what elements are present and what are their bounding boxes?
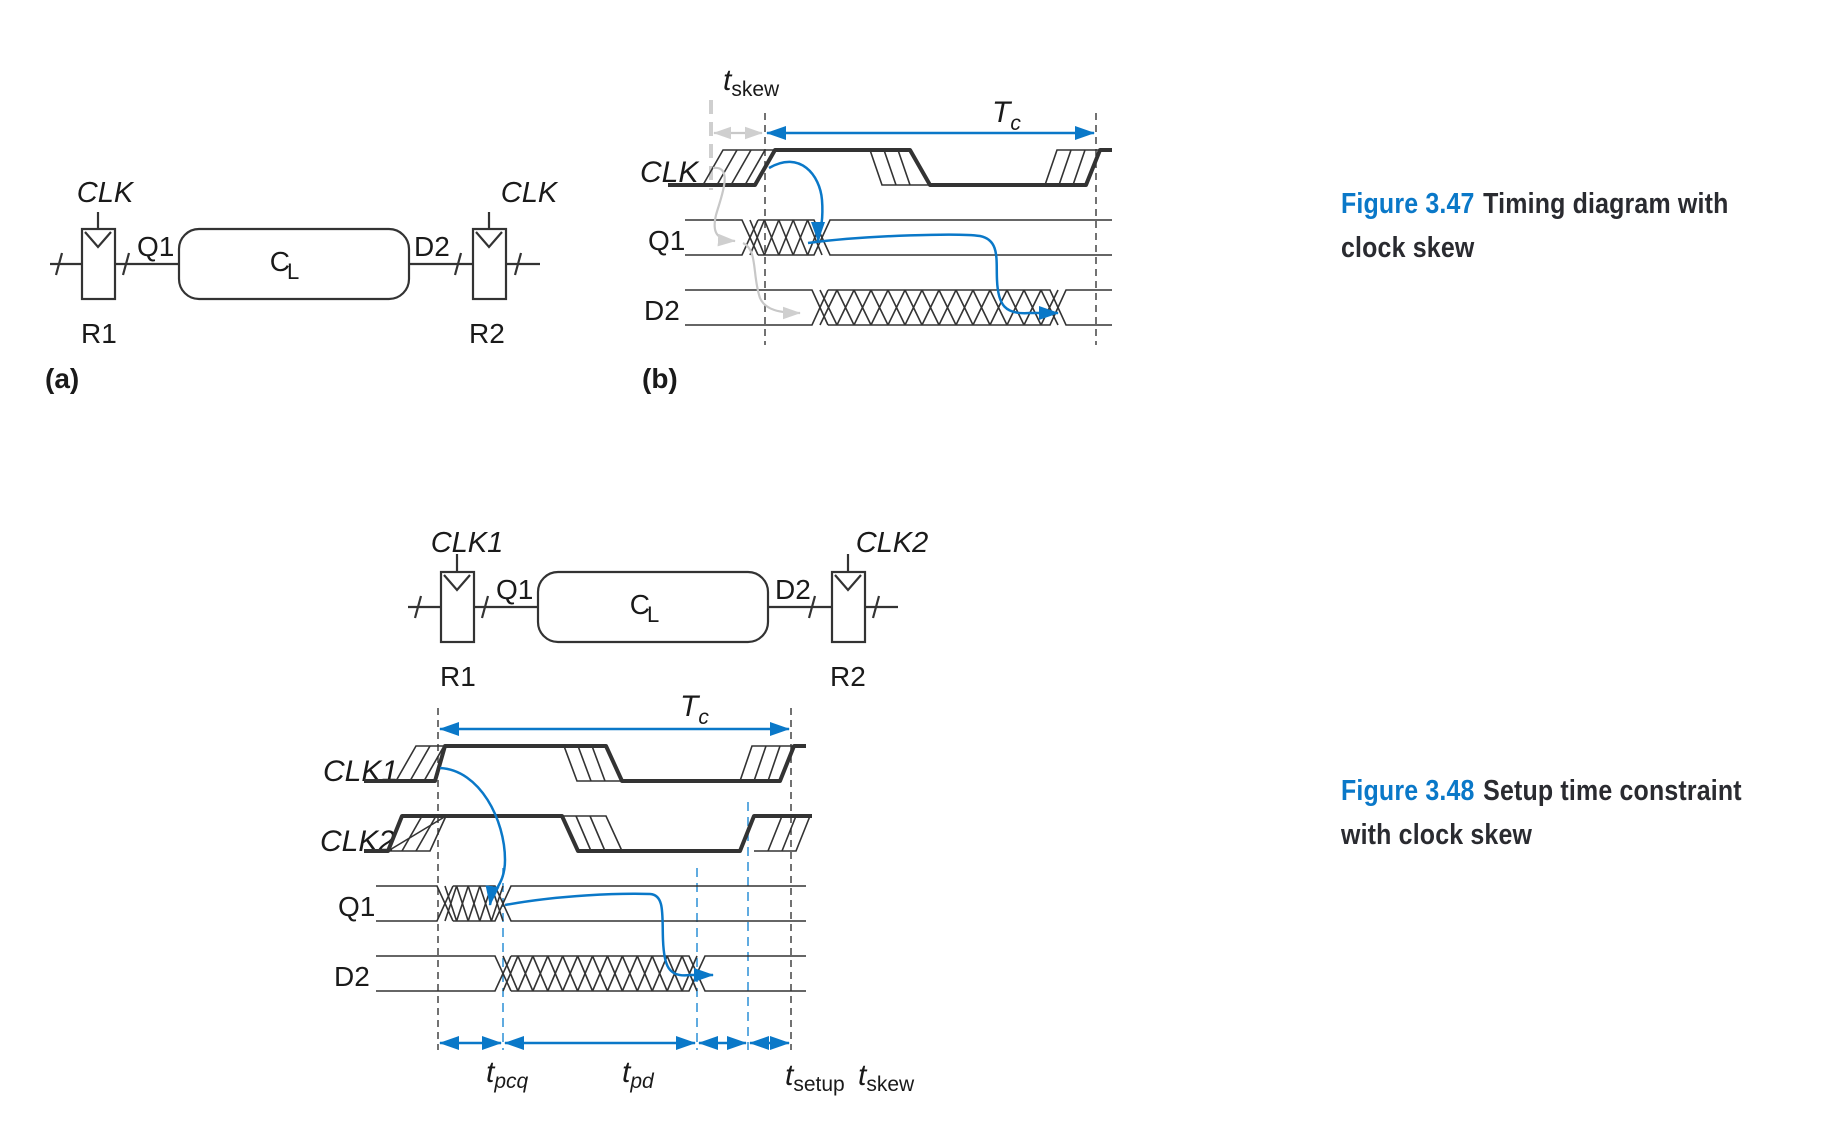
combinational-logic-block (177, 227, 411, 301)
timing-b: tskew Tc CLK Q1 D2 (640, 64, 1112, 394)
clk1-label: CLK1 (431, 527, 504, 559)
cl-label-l: L (647, 602, 659, 627)
tpd-label: tpd (622, 1056, 655, 1093)
signal-label-q1: Q1 (648, 225, 685, 256)
clk-to-q1-path-arrow (768, 160, 826, 242)
q1-label: Q1 (137, 231, 174, 262)
skew-q1-path-arrow (712, 166, 736, 247)
clk-waveform (668, 148, 1112, 187)
clock-triangle-icon (475, 231, 503, 249)
caption-number: Figure 3.47 (1341, 188, 1475, 220)
cl-label-l: L (287, 259, 299, 284)
bus-slash (807, 595, 817, 619)
tpcq-label: tpcq (486, 1056, 529, 1093)
tsetup-label: tsetup (785, 1059, 845, 1096)
signal-label-q1: Q1 (338, 891, 375, 922)
panel-label-a: (a) (45, 363, 79, 394)
panel-label-b: (b) (642, 363, 678, 394)
clk1-waveform (364, 744, 806, 783)
bus-slash (54, 252, 64, 276)
tc-label: Tc (680, 690, 709, 729)
clk-label-right: CLK (501, 177, 559, 209)
q1-to-d2-path-arrow (807, 233, 1059, 320)
signal-label-d2: D2 (334, 961, 370, 992)
bus-slash (513, 252, 523, 276)
timing-348: Tc CLK1 CLK2 Q1 D2 (320, 690, 915, 1096)
tc-label: Tc (992, 96, 1021, 135)
schematic-348: C L CLK1 CLK2 Q1 D2 R1 R2 (408, 527, 928, 692)
clk-label-left: CLK (77, 177, 135, 209)
q1-waveform (376, 885, 806, 922)
combinational-logic-block (536, 570, 770, 644)
register-r2 (471, 227, 508, 301)
tskew-label: tskew (858, 1059, 915, 1096)
tskew-label: tskew (723, 64, 780, 101)
bus-slash (121, 252, 131, 276)
signal-label-clk2: CLK2 (320, 825, 395, 858)
d2-label: D2 (775, 574, 811, 605)
register-r2 (830, 570, 867, 644)
signal-label-clk1: CLK1 (323, 755, 398, 788)
d2-waveform (376, 955, 806, 992)
signal-label-d2: D2 (644, 295, 680, 326)
r2-label: R2 (469, 318, 505, 349)
bus-slash (480, 595, 490, 619)
clock-triangle-icon (84, 231, 112, 249)
bus-slash (413, 595, 423, 619)
skew-d2-path-arrow (742, 242, 801, 320)
caption-number: Figure 3.48 (1341, 775, 1475, 807)
clk2-waveform (364, 814, 812, 853)
cl-label-c: C (270, 246, 290, 277)
caption-line-2: with clock skew (1341, 819, 1533, 851)
clk2-label: CLK2 (856, 527, 929, 559)
r1-label: R1 (81, 318, 117, 349)
r2-label: R2 (830, 661, 866, 692)
register-r1 (439, 570, 476, 644)
schematic-a: C L CLK CLK Q1 D2 R1 R2 (a) (45, 177, 559, 394)
caption-line-2: clock skew (1341, 232, 1475, 264)
clk1-to-q1-path-arrow (439, 766, 507, 906)
d2-waveform (685, 289, 1112, 326)
clock-triangle-icon (834, 574, 862, 592)
caption-text: Setup time constraint (1483, 775, 1742, 807)
cl-label-c: C (630, 589, 650, 620)
register-r1 (80, 227, 117, 301)
q1-to-d2-path-arrow (504, 892, 714, 982)
bus-slash (453, 252, 463, 276)
caption-text: Timing diagram with (1483, 188, 1729, 220)
d2-label: D2 (414, 231, 450, 262)
bus-slash (871, 595, 881, 619)
clock-triangle-icon (443, 574, 471, 592)
r1-label: R1 (440, 661, 476, 692)
q1-label: Q1 (496, 574, 533, 605)
